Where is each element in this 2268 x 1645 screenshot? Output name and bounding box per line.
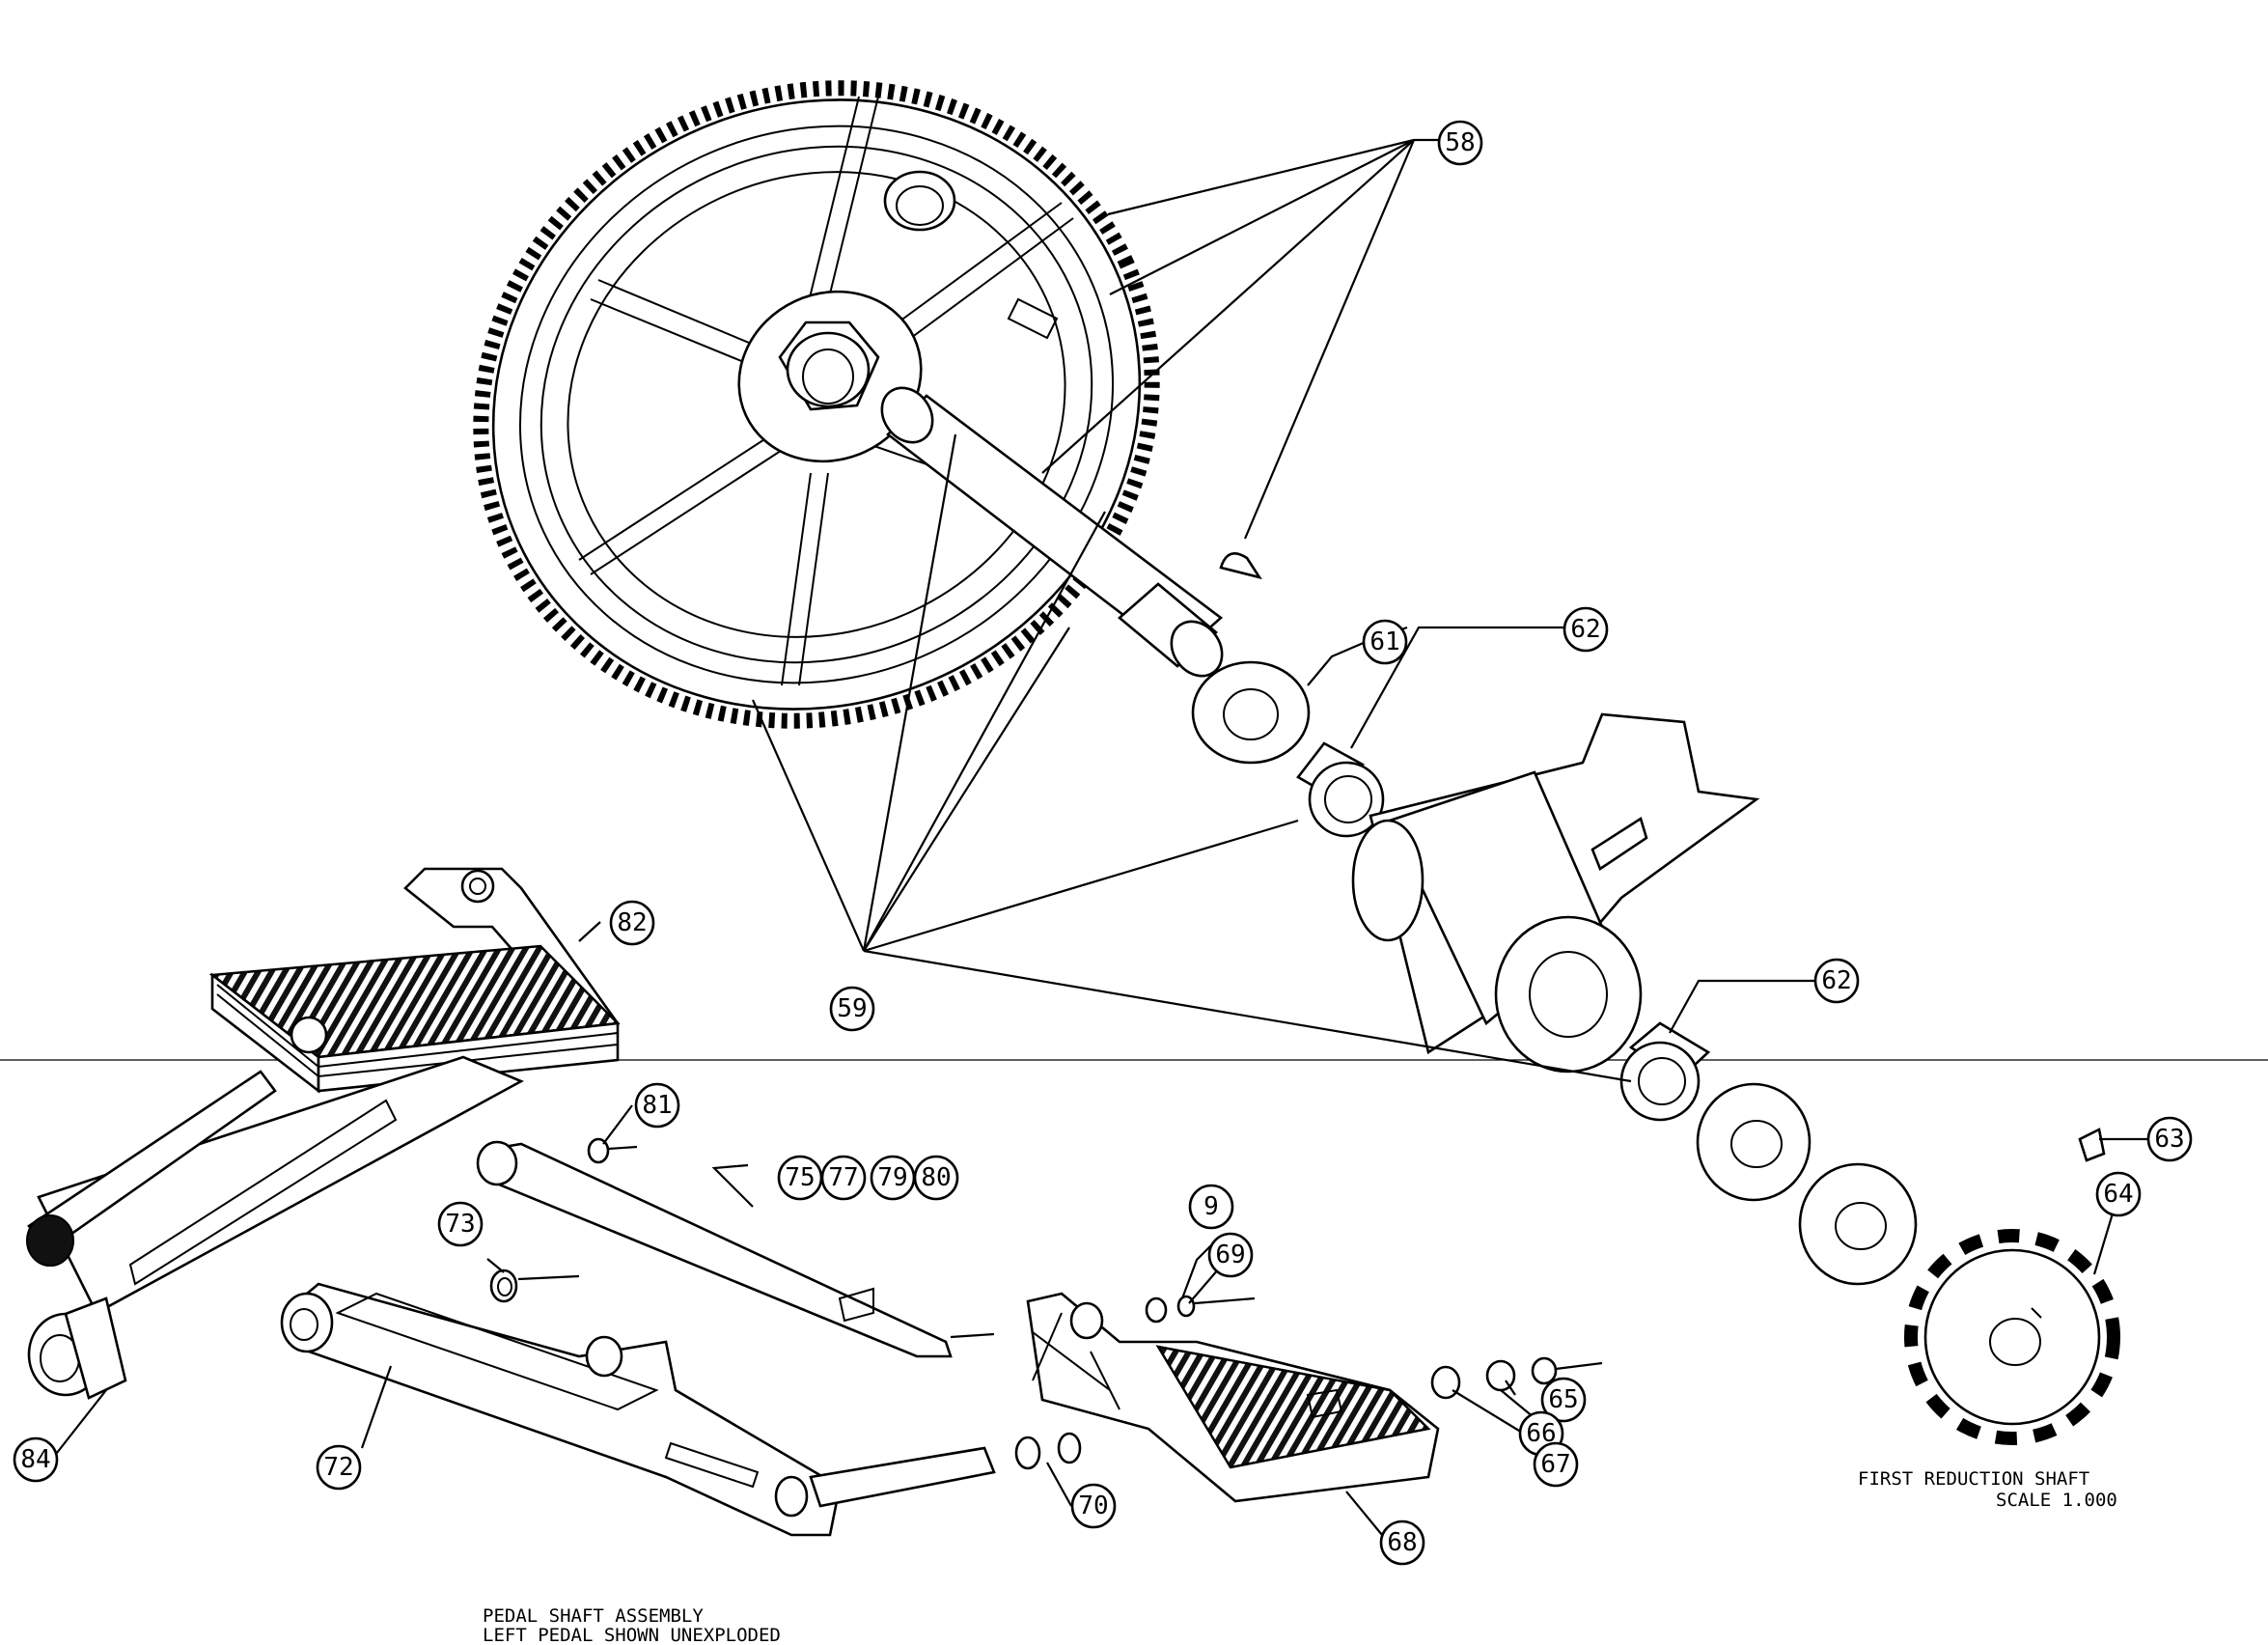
washer-lower-a — [1696, 1082, 1812, 1202]
callout-58: 58 — [1437, 120, 1483, 166]
callout-64: 64 — [2095, 1171, 2142, 1217]
callout-72: 72 — [316, 1444, 362, 1491]
callout-68: 68 — [1379, 1520, 1425, 1566]
callout-79: 79 — [870, 1155, 916, 1201]
svg-text:64: 64 — [2103, 1180, 2133, 1209]
callout-77: 77 — [820, 1155, 867, 1201]
callout-59: 59 — [829, 986, 875, 1032]
pedal-68 — [1026, 1292, 1440, 1503]
callout-61: 61 — [1362, 619, 1408, 665]
svg-text:58: 58 — [1445, 128, 1475, 157]
svg-text:77: 77 — [828, 1163, 858, 1192]
shaft-75 — [476, 1140, 995, 1358]
note-pedal-assembly-title: PEDAL SHAFT ASSEMBLY — [483, 1605, 704, 1627]
washer-lower-b — [1798, 1162, 1918, 1286]
callout-75: 75 — [777, 1155, 823, 1201]
sprocket-64 — [1904, 1229, 2120, 1445]
svg-text:84: 84 — [20, 1445, 50, 1474]
callout-62-upper: 62 — [1563, 606, 1609, 653]
svg-text:72: 72 — [323, 1453, 353, 1482]
callout-84: 84 — [13, 1436, 59, 1483]
svg-text:69: 69 — [1215, 1241, 1245, 1269]
washer-61 — [1191, 660, 1311, 765]
callout-62-lower: 62 — [1813, 958, 1860, 1004]
note-first-reduction-title: FIRST REDUCTION SHAFT — [1858, 1468, 2089, 1490]
note-pedal-assembly-subtitle: LEFT PEDAL SHOWN UNEXPLODED — [483, 1625, 781, 1645]
pedal-arm-72 — [280, 1282, 842, 1537]
callout-65: 65 — [1540, 1377, 1587, 1423]
svg-text:80: 80 — [921, 1163, 951, 1192]
callout-81: 81 — [634, 1082, 680, 1129]
pedal-shaft-lower — [809, 1446, 996, 1508]
svg-text:70: 70 — [1078, 1492, 1108, 1520]
svg-text:9: 9 — [1203, 1192, 1219, 1221]
callout-70: 70 — [1070, 1483, 1117, 1529]
callout-67: 67 — [1533, 1441, 1579, 1488]
small-washers — [489, 1137, 1603, 1470]
svg-text:61: 61 — [1369, 627, 1399, 656]
bearing-62-upper — [1296, 741, 1385, 838]
svg-text:62: 62 — [1821, 966, 1851, 995]
callout-63: 63 — [2146, 1116, 2193, 1162]
svg-text:73: 73 — [445, 1210, 475, 1239]
pedal-arm-84 — [26, 1055, 525, 1400]
large-gear — [473, 80, 1262, 729]
callout-9: 9 — [1188, 1184, 1234, 1230]
bearing-housing — [1351, 712, 1760, 1073]
svg-text:67: 67 — [1540, 1450, 1570, 1479]
svg-text:59: 59 — [837, 994, 867, 1023]
callout-80: 80 — [913, 1155, 959, 1201]
svg-text:63: 63 — [2154, 1125, 2184, 1154]
callout-73: 73 — [437, 1201, 484, 1247]
svg-text:81: 81 — [642, 1091, 672, 1120]
bearing-62-lower — [1619, 1021, 1711, 1122]
svg-text:62: 62 — [1570, 615, 1600, 644]
svg-text:75: 75 — [785, 1163, 815, 1192]
leader-lines — [52, 138, 2147, 1536]
note-first-reduction-scale: SCALE 1.000 — [1996, 1490, 2117, 1511]
key-63 — [2078, 1128, 2106, 1162]
pedal-82 — [208, 867, 621, 1094]
svg-text:65: 65 — [1548, 1385, 1578, 1414]
svg-text:79: 79 — [877, 1163, 907, 1192]
callout-82: 82 — [609, 900, 655, 946]
svg-text:82: 82 — [617, 908, 647, 937]
callout-69: 69 — [1207, 1232, 1254, 1278]
svg-text:68: 68 — [1387, 1528, 1417, 1557]
